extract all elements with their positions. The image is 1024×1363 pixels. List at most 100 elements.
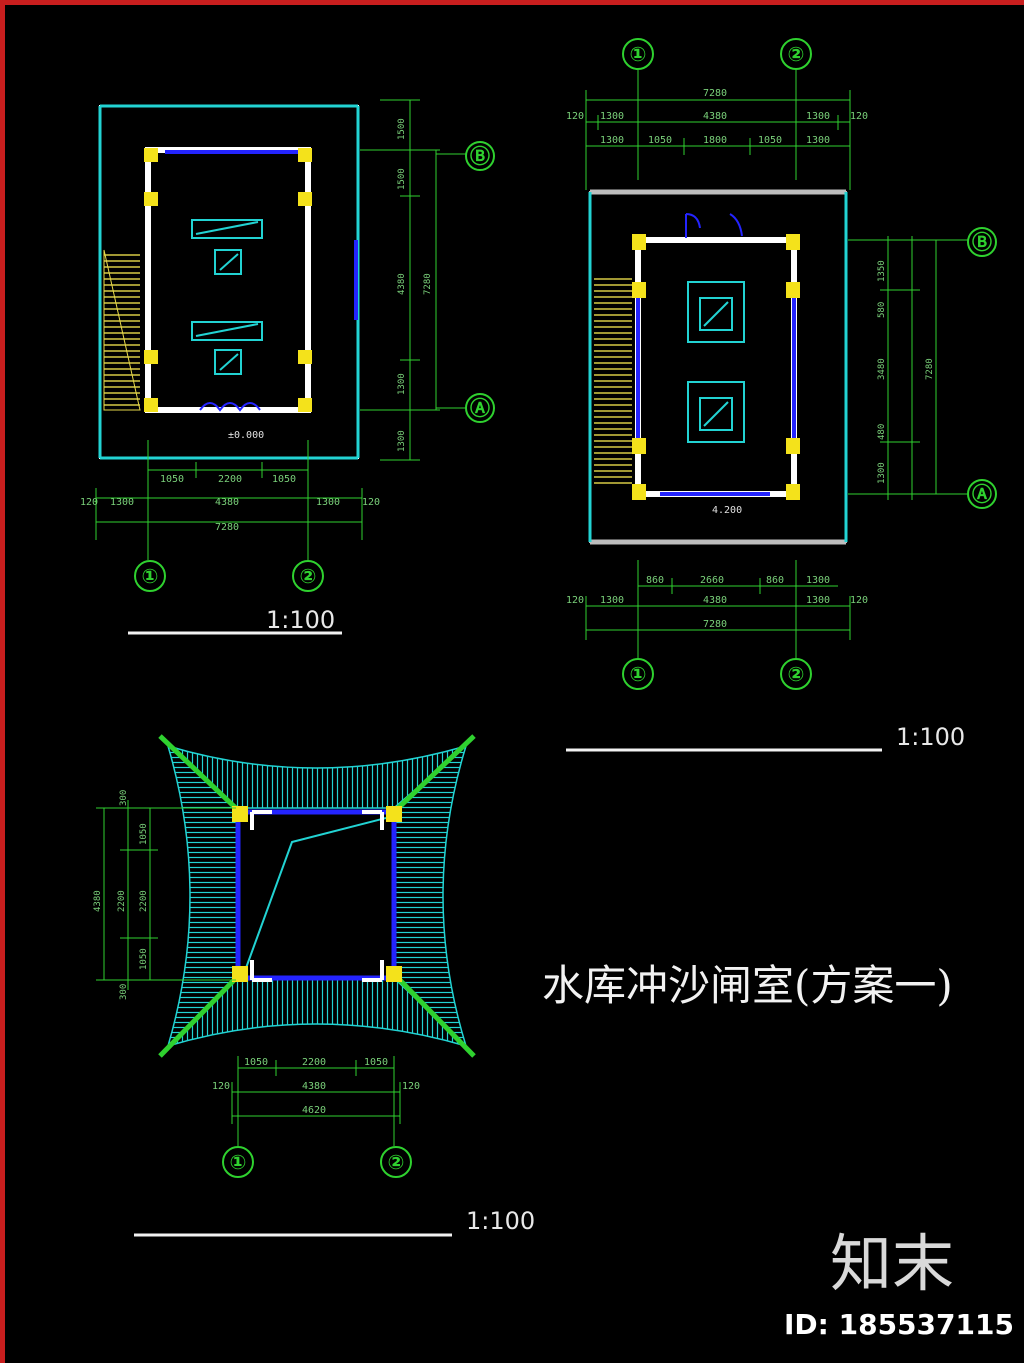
plan2-stair xyxy=(594,275,632,487)
p2-dim-b2-4: 120 xyxy=(850,595,868,606)
p2-dim-t3-1: 1050 xyxy=(648,135,672,146)
p2-axis-1: ① xyxy=(630,662,647,686)
p1-dim-r-1: 1500 xyxy=(397,168,407,190)
p1-dim-r-2: 4380 xyxy=(397,273,407,295)
p1-dim-b1-1: 2200 xyxy=(218,474,242,485)
watermark-logo: 知末 xyxy=(830,1227,954,1300)
plan1-walls xyxy=(145,147,311,413)
p1-axis-b: Ⓑ xyxy=(470,144,490,168)
p3-dim-l-1: 1050 xyxy=(139,823,149,845)
drawing-title: 水库冲沙闸室(方案一) xyxy=(542,961,953,1010)
p3-dim-l-2: 2200 xyxy=(139,890,149,912)
p3-dim-l-0: 300 xyxy=(119,790,129,806)
p3-dim-b1-2: 1050 xyxy=(364,1057,388,1068)
p3-dim-l-3: 1050 xyxy=(139,948,149,970)
p1-dim-b2-4: 120 xyxy=(362,497,380,508)
p2-dim-b2-0: 120 xyxy=(566,595,584,606)
p2-axis-2-top: ② xyxy=(788,42,805,66)
p2-axis-b-bubble xyxy=(967,227,997,257)
p1-dim-b2-0: 120 xyxy=(80,497,98,508)
plan2-door xyxy=(685,213,743,238)
p3-axis-1-bubble xyxy=(222,1146,254,1178)
p2-dim-t2-3: 1300 xyxy=(806,111,830,122)
plan2-gates xyxy=(687,281,745,443)
p1-axis-a: Ⓐ xyxy=(470,396,490,420)
p1-dim-b2-1: 1300 xyxy=(110,497,134,508)
p1-dim-r-total: 7280 xyxy=(423,273,433,295)
p1-dim-r-3: 1300 xyxy=(397,373,407,395)
plan2-columns xyxy=(632,234,800,500)
p1-dim-b3: 7280 xyxy=(215,522,239,533)
p2-dim-t2-1: 1300 xyxy=(600,111,624,122)
p2-dim-t2-0: 120 xyxy=(566,111,584,122)
watermark-id: ID: 185537115 xyxy=(784,1308,1014,1341)
p2-dim-b1-1: 2660 xyxy=(700,575,724,586)
p2-dim-r-1: 580 xyxy=(877,302,887,318)
p2-dim-t1: 7280 xyxy=(703,88,727,99)
p2-axis-1-top: ① xyxy=(630,42,647,66)
plan1-columns xyxy=(144,148,312,412)
p2-dim-b3: 7280 xyxy=(703,619,727,630)
p2-dim-t2-4: 120 xyxy=(850,111,868,122)
roof-hips xyxy=(158,734,476,1058)
p1-axis-b-bubble xyxy=(465,141,495,171)
p3-scale: 1:100 xyxy=(466,1207,535,1235)
p3-dim-l-4: 300 xyxy=(119,984,129,1000)
p2-dim-t3-4: 1300 xyxy=(806,135,830,146)
p2-dim-b2-1: 1300 xyxy=(600,595,624,606)
p2-dim-b1-0: 860 xyxy=(646,575,664,586)
p3-axis-2-bubble xyxy=(380,1146,412,1178)
p2-dim-r-2: 3480 xyxy=(877,358,887,380)
p2-axis-2-top-bubble xyxy=(780,38,812,70)
p3-dim-b2-2: 120 xyxy=(402,1081,420,1092)
roof-columns xyxy=(232,806,402,982)
plan-3-roof: 300 1050 2200 1050 300 2200 4380 1050 22… xyxy=(93,734,535,1237)
p1-axis-2-bubble xyxy=(292,560,324,592)
p1-dim-r-0: 1500 xyxy=(397,118,407,140)
p3-dim-b3: 4620 xyxy=(302,1105,326,1116)
plan1-door xyxy=(199,402,261,412)
p2-axis-a: Ⓐ xyxy=(972,482,992,506)
plan2-walls xyxy=(635,237,797,497)
p3-dim-b1-0: 1050 xyxy=(244,1057,268,1068)
p2-dim-r-0: 1350 xyxy=(877,260,887,282)
plan1-gates xyxy=(191,219,263,375)
p2-axis-1-top-bubble xyxy=(622,38,654,70)
p2-dim-b2-3: 1300 xyxy=(806,595,830,606)
p3-dim-l-total-inner: 2200 xyxy=(117,890,127,912)
p2-dim-t3-3: 1050 xyxy=(758,135,782,146)
roof-opening xyxy=(235,809,397,981)
p2-dim-t2-2: 4380 xyxy=(703,111,727,122)
p1-dim-r-4: 1300 xyxy=(397,430,407,452)
p1-dim-b1-0: 1050 xyxy=(160,474,184,485)
p2-dim-r-total: 7280 xyxy=(925,358,935,380)
p2-scale: 1:100 xyxy=(896,723,965,751)
p2-axis-2-bubble xyxy=(780,658,812,690)
p3-dim-b1-1: 2200 xyxy=(302,1057,326,1068)
p2-dim-b2-2: 4380 xyxy=(703,595,727,606)
p3-axis-1: ① xyxy=(230,1150,247,1174)
p1-axis-a-bubble xyxy=(465,393,495,423)
p2-axis-2: ② xyxy=(788,662,805,686)
p2-dim-b1-3: 1300 xyxy=(806,575,830,586)
p3-dim-l-total: 4380 xyxy=(93,890,103,912)
p1-dim-b1-2: 1050 xyxy=(272,474,296,485)
plan2-elevation: 4.200 xyxy=(712,505,742,516)
p2-dim-b1-2: 860 xyxy=(766,575,784,586)
p1-axis-1: ① xyxy=(142,564,159,588)
p1-scale: 1:100 xyxy=(266,606,335,634)
p1-dim-b2-3: 1300 xyxy=(316,497,340,508)
p1-axis-2: ② xyxy=(300,564,317,588)
p1-axis-1-bubble xyxy=(134,560,166,592)
p3-axis-2: ② xyxy=(388,1150,405,1174)
p2-axis-1-bubble xyxy=(622,658,654,690)
plan-2: 7280 120 1300 4380 1300 120 1300 1050 18… xyxy=(566,38,997,752)
p3-dim-b2-1: 4380 xyxy=(302,1081,326,1092)
p1-dim-b2-2: 4380 xyxy=(215,497,239,508)
p2-axis-b: Ⓑ xyxy=(972,230,992,254)
p2-dim-r-3: 480 xyxy=(877,424,887,440)
plan1-elevation: ±0.000 xyxy=(228,430,264,441)
p2-dim-t3-2: 1800 xyxy=(703,135,727,146)
